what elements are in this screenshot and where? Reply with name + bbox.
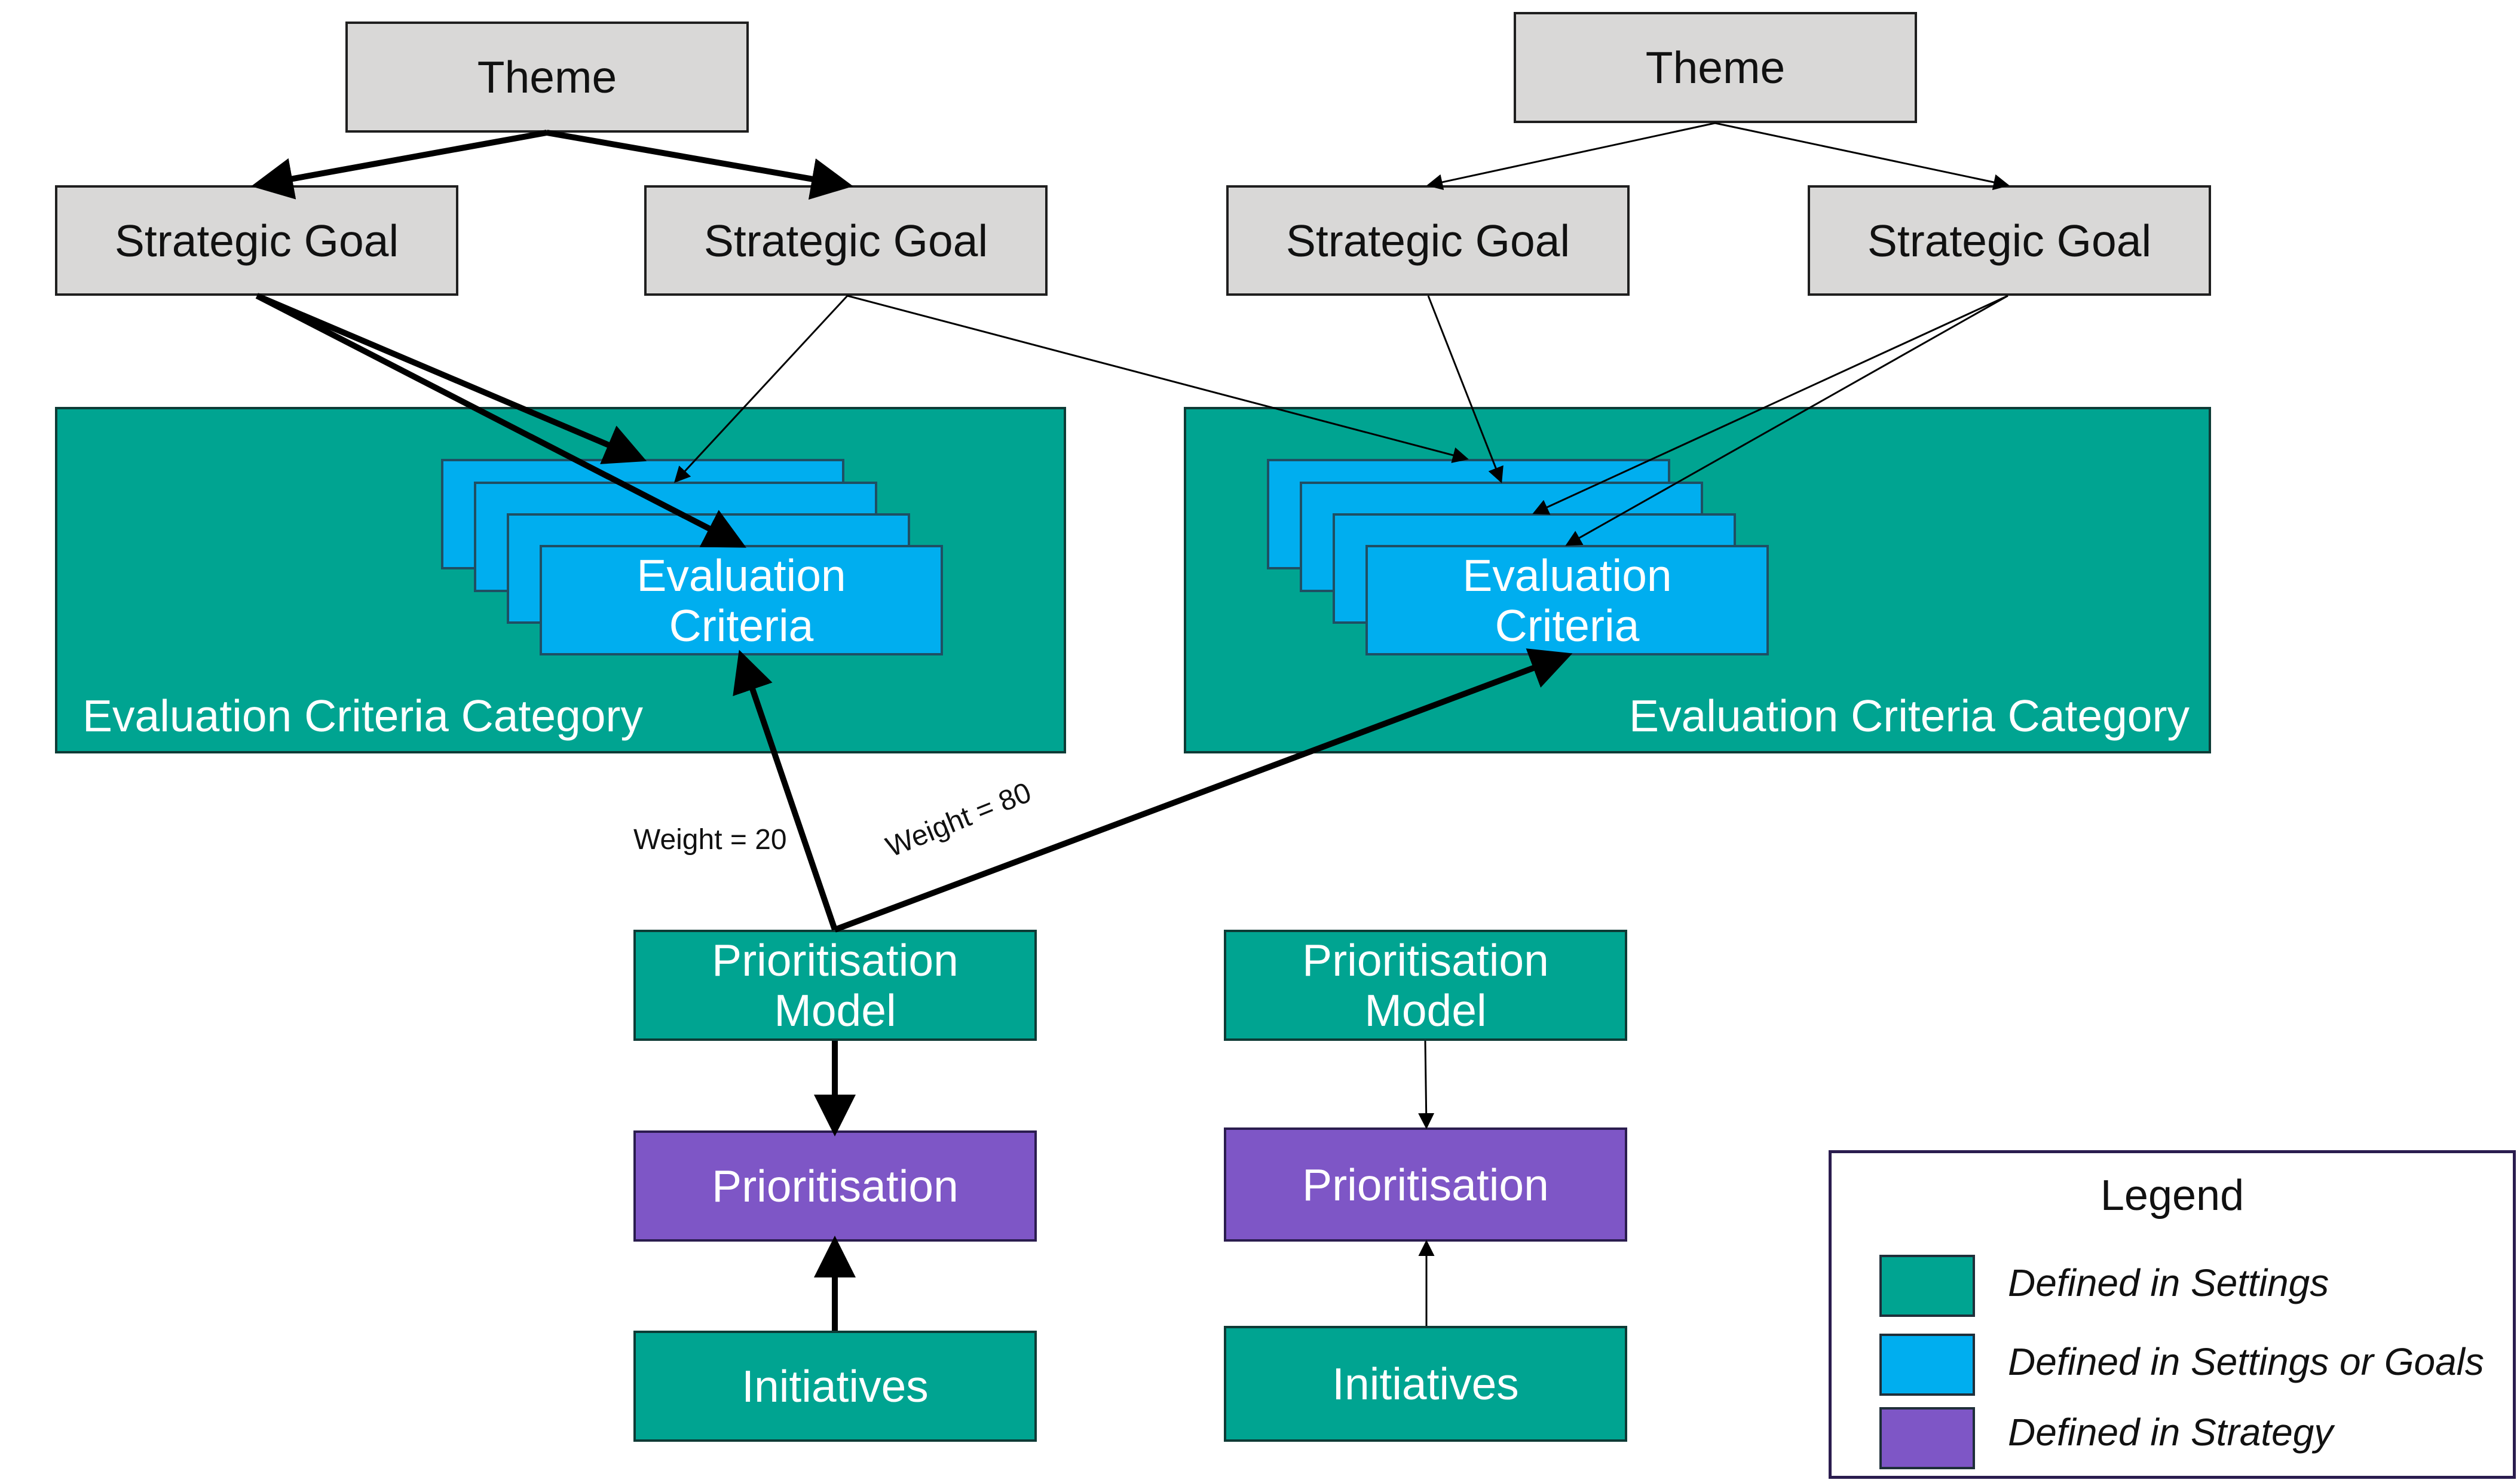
evaluation-criteria-box-left: Evaluation Criteria bbox=[540, 545, 943, 655]
legend-swatch-settings-or-goals bbox=[1879, 1334, 1975, 1396]
arrow-model-to-criteria-weight-20 bbox=[733, 649, 838, 931]
arrow-theme-to-goal-1 bbox=[251, 130, 547, 200]
arrow-model-to-prioritisation-right bbox=[1418, 1040, 1435, 1129]
prioritisation-model-box-left: Prioritisation Model bbox=[633, 930, 1037, 1041]
arrow-goal2-to-criteria bbox=[847, 295, 1469, 463]
legend-swatch-settings bbox=[1879, 1255, 1975, 1317]
legend-title: Legend bbox=[2100, 1172, 2245, 1220]
evaluation-criteria-category-label: Evaluation Criteria Category bbox=[1629, 691, 2190, 741]
legend-label-settings: Defined in Settings bbox=[2008, 1261, 2329, 1304]
theme-box-left: Theme bbox=[345, 22, 749, 133]
arrow-goal4-to-criteria bbox=[1532, 295, 2008, 515]
strategic-goal-box-2: Strategic Goal bbox=[644, 185, 1048, 296]
initiatives-box-left: Initiatives bbox=[633, 1331, 1037, 1442]
initiatives-box-right: Initiatives bbox=[1224, 1326, 1627, 1442]
arrow-theme-to-goal-2 bbox=[546, 130, 853, 200]
prioritisation-model-box-right: Prioritisation Model bbox=[1224, 930, 1627, 1041]
legend-label-strategy: Defined in Strategy bbox=[2008, 1411, 2334, 1454]
weight-label-20: Weight = 20 bbox=[633, 824, 787, 856]
arrow-goal3-to-criteria bbox=[1427, 295, 1504, 483]
arrow-goal4-to-criteria bbox=[1565, 295, 2008, 546]
prioritisation-box-right: Prioritisation bbox=[1224, 1127, 1627, 1242]
legend: Legend Defined in Settings Defined in Se… bbox=[1829, 1150, 2516, 1479]
legend-swatch-strategy bbox=[1879, 1407, 1975, 1469]
arrow-theme-to-goal-3 bbox=[1426, 122, 1716, 191]
arrow-goal1-to-criteria bbox=[256, 293, 647, 464]
strategic-goal-box-1: Strategic Goal bbox=[55, 185, 458, 296]
arrow-goal1-to-criteria bbox=[255, 293, 746, 548]
evaluation-criteria-box-right: Evaluation Criteria bbox=[1365, 545, 1769, 655]
arrow-goal2-to-criteria bbox=[673, 295, 849, 483]
theme-box-right: Theme bbox=[1514, 12, 1917, 123]
legend-label-settings-or-goals: Defined in Settings or Goals bbox=[2008, 1340, 2484, 1383]
evaluation-criteria-category-label: Evaluation Criteria Category bbox=[82, 691, 643, 741]
arrow-model-to-criteria-weight-80 bbox=[834, 648, 1573, 933]
strategic-goal-box-4: Strategic Goal bbox=[1808, 185, 2211, 296]
strategic-goal-box-3: Strategic Goal bbox=[1226, 185, 1630, 296]
arrow-theme-to-goal-4 bbox=[1714, 122, 2010, 191]
